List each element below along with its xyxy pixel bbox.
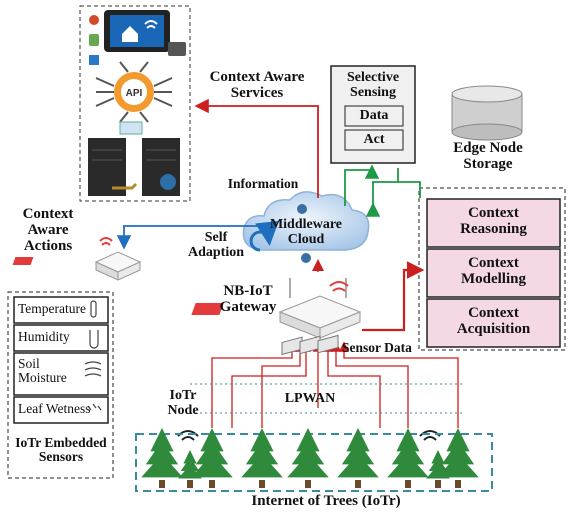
tree-row (141, 428, 479, 488)
lpwan-devices-icon (281, 334, 339, 356)
uplink-arrows (211, 341, 459, 428)
humidity-label: Humidity (18, 329, 70, 344)
selective-sensing-title: Selective Sensing (346, 70, 400, 100)
services-arrow (194, 98, 319, 198)
context-modelling-label: Context Modelling (460, 255, 526, 287)
actions-arrow (116, 225, 262, 250)
actuator-router-icon (12, 237, 142, 281)
thermometer-icon (90, 300, 97, 318)
drive-icon (168, 42, 186, 56)
gateway-router-icon (191, 278, 362, 339)
soil-moisture-icon (84, 361, 102, 377)
internet-of-trees-label: Internet of Trees (IoTr) (251, 493, 401, 509)
leaf-wetness-label: Leaf Wetness (18, 401, 91, 416)
sensing-arrow (344, 164, 380, 206)
cloud-node-icon (297, 204, 307, 214)
context-acquisition-label: Context Acquisition (456, 305, 531, 337)
tree-icon (387, 428, 429, 488)
android-icon (89, 34, 99, 46)
forest-box (135, 433, 493, 492)
iotr-embedded-sensors-label: IoTr Embedded Sensors (15, 435, 107, 465)
sensor-data-arrow (362, 261, 425, 332)
apple-icon (89, 15, 99, 25)
iotr-node-label: IoTr Node (167, 388, 199, 418)
tree-icon (141, 428, 183, 488)
context-aware-actions-label: Context Aware Actions (22, 206, 74, 254)
lpwan-label: LPWAN (284, 391, 336, 406)
information-label: Information (227, 176, 299, 191)
context-reasoning-label: Context Reasoning (460, 205, 527, 237)
cloud-node-icon (301, 253, 311, 263)
leaf-wetness-icon (87, 403, 102, 411)
server-icon (88, 121, 180, 196)
temperature-label: Temperature (18, 301, 87, 316)
data-item: Data (359, 108, 389, 123)
humidity-icon (89, 330, 99, 349)
tree-icon (241, 428, 283, 488)
context-aware-services-label: Context Aware Services (209, 69, 305, 101)
api-label: API (126, 88, 143, 99)
tree-icon (178, 450, 202, 488)
storage-icon (451, 85, 523, 141)
tree-icon (191, 428, 233, 488)
self-adaption-loop (249, 220, 279, 252)
edge-node-storage-label: Edge Node Storage (453, 140, 523, 172)
sensor-data-label: Sensor Data (342, 340, 412, 355)
act-item: Act (363, 132, 385, 147)
api-hub-icon (95, 61, 173, 123)
self-adaption-label: Self Adaption (187, 230, 245, 260)
tree-icon (426, 450, 450, 488)
tablet-icon (104, 10, 170, 52)
gateway-label: NB-IoT Gateway (219, 283, 277, 315)
tree-icon (337, 428, 379, 488)
tree-icon (437, 428, 479, 488)
reasoning-arrow (397, 168, 421, 198)
tree-icon (287, 428, 329, 488)
soil-moisture-label: Soil Moisture (18, 356, 67, 386)
windows-icon (89, 55, 99, 65)
middleware-cloud-label: Middleware Cloud (269, 217, 343, 247)
